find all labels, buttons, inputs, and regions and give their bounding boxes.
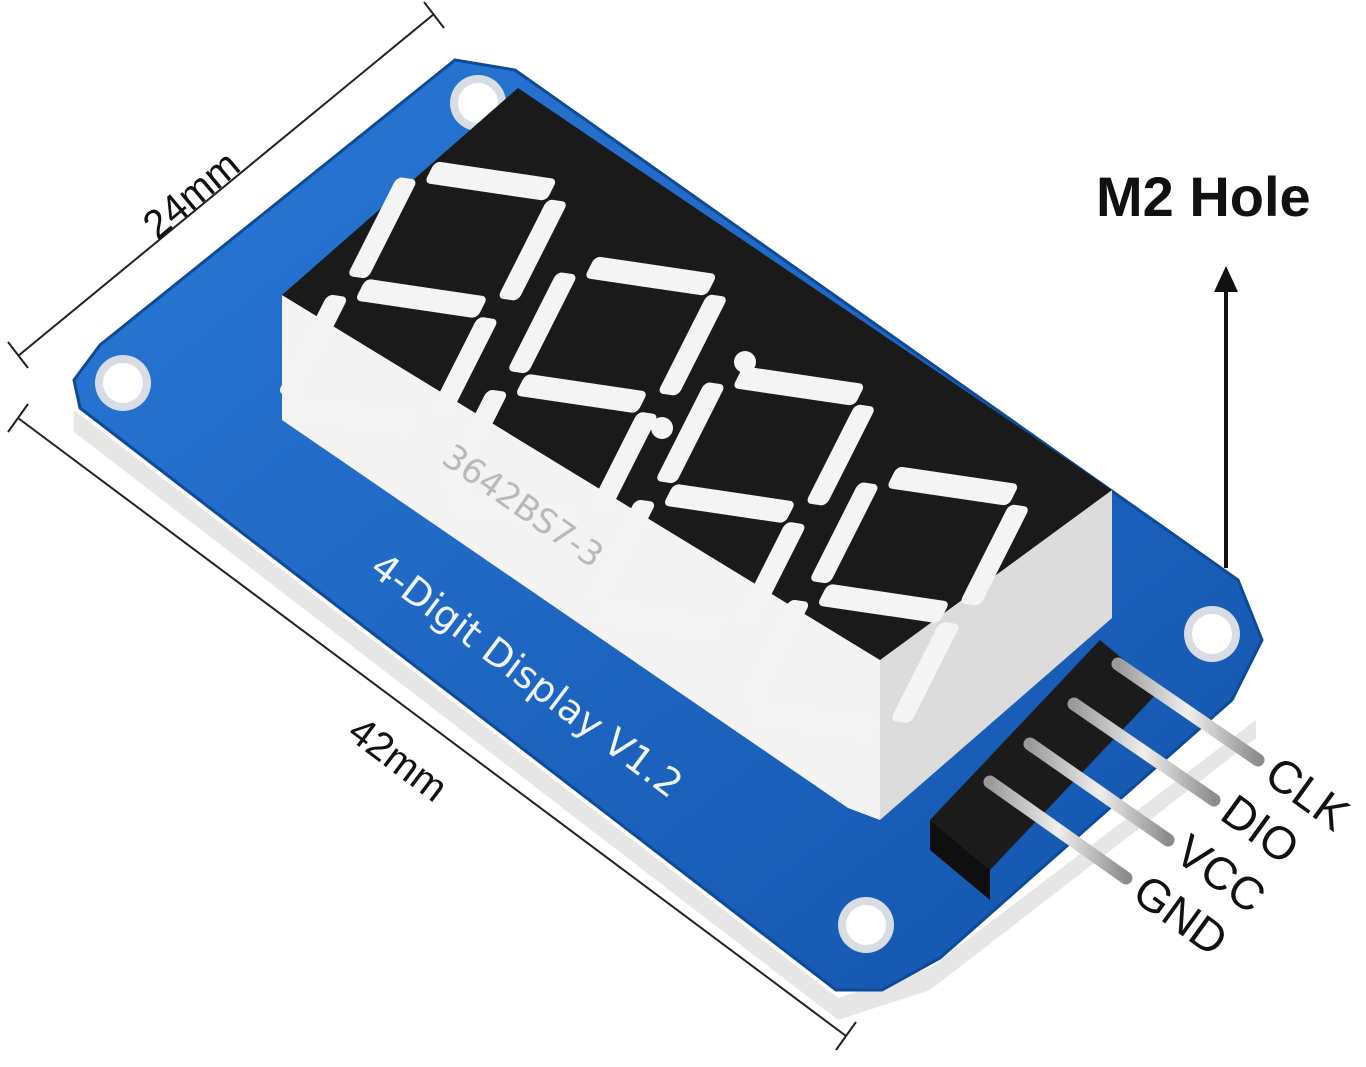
digit-group xyxy=(279,161,1028,741)
hole-label: M2 Hole xyxy=(1096,165,1311,228)
length-label: 42mm xyxy=(340,709,455,811)
display-body-front-side xyxy=(880,490,1112,820)
digit-4 xyxy=(741,466,1028,741)
display-face xyxy=(282,88,1112,660)
colon-dot-bottom xyxy=(651,417,673,439)
pin-vcc xyxy=(1023,737,1175,847)
width-label: 24mm xyxy=(135,142,248,247)
digit-2 xyxy=(439,256,726,531)
mounting-hole-top-left xyxy=(95,355,151,411)
mounting-hole-bottom xyxy=(838,897,894,953)
pins xyxy=(983,657,1265,885)
dimension-length xyxy=(7,403,857,1051)
hole-arrow xyxy=(1214,266,1238,568)
pin-gnd xyxy=(983,775,1133,885)
dimension-width xyxy=(7,1,445,369)
display-body-left-side xyxy=(282,295,880,820)
mounting-hole-right xyxy=(1184,606,1240,662)
colon-dot-top xyxy=(734,351,756,373)
digit-3 xyxy=(587,366,874,641)
pin-dio xyxy=(1067,697,1221,807)
pin-clk xyxy=(1111,657,1265,767)
digit-1 xyxy=(279,161,566,436)
